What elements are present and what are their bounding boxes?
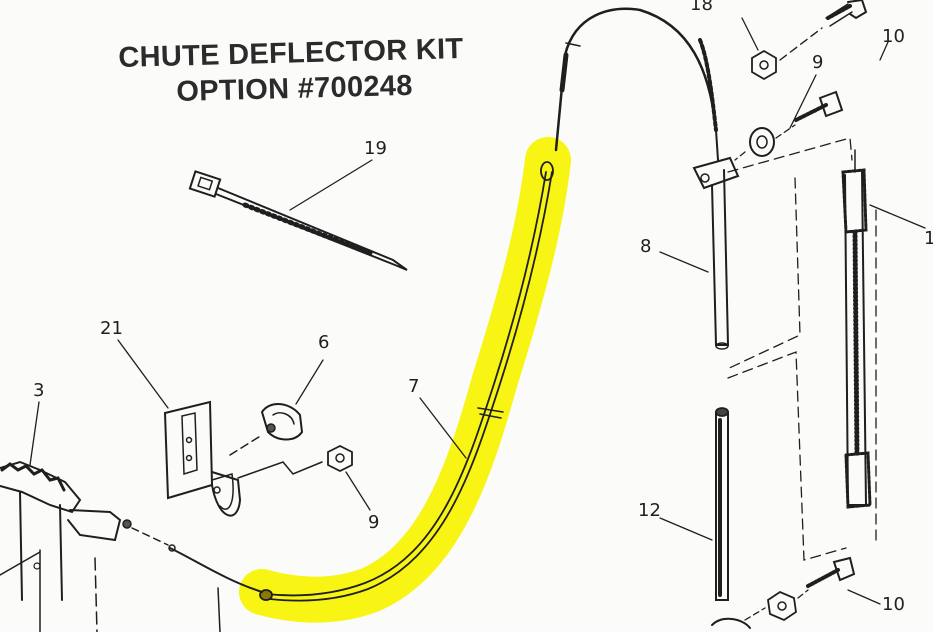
leader-8 bbox=[659, 251, 709, 273]
part-18-nut bbox=[751, 49, 777, 81]
kit-option-number: OPTION #700248 bbox=[176, 69, 414, 108]
leader-9-bottom bbox=[345, 471, 371, 511]
leader-9-top bbox=[789, 74, 817, 129]
leader-10-bottom bbox=[847, 589, 881, 605]
part-19-tie-strap bbox=[188, 170, 408, 271]
leader-3 bbox=[29, 401, 40, 466]
leader-12 bbox=[659, 517, 713, 541]
part-21-bracket bbox=[163, 400, 242, 517]
callout-10-top: 10 bbox=[882, 26, 905, 47]
callout-21: 21 bbox=[100, 318, 123, 339]
callout-1: 1 bbox=[924, 228, 933, 249]
leader-6 bbox=[295, 359, 324, 405]
leader-21 bbox=[117, 339, 169, 409]
callout-18: 18 bbox=[690, 0, 713, 15]
callout-6: 6 bbox=[318, 332, 330, 353]
part-12-rod bbox=[711, 407, 751, 629]
callout-8: 8 bbox=[640, 236, 652, 257]
callout-7: 7 bbox=[408, 376, 420, 397]
leader-19 bbox=[289, 159, 373, 211]
callout-12: 12 bbox=[638, 500, 661, 521]
part-10-bolt-top bbox=[825, 0, 868, 27]
leader-1 bbox=[869, 204, 926, 229]
callout-10-bottom: 10 bbox=[882, 594, 905, 615]
part-8-rod bbox=[692, 129, 740, 350]
part-1-spring bbox=[841, 149, 872, 509]
part-9-washer-top bbox=[749, 127, 775, 157]
callout-19: 19 bbox=[364, 138, 387, 159]
cable-7 bbox=[265, 171, 547, 597]
part-10-bolt-mid bbox=[794, 90, 844, 122]
part-9-nut-bottom bbox=[327, 444, 353, 473]
leader-10-top bbox=[879, 41, 889, 61]
leader-7 bbox=[419, 397, 467, 459]
callout-3: 3 bbox=[33, 380, 45, 401]
part-6-clamp bbox=[260, 403, 304, 441]
part-3-lever bbox=[0, 460, 132, 601]
part-10-bolt-bottom bbox=[806, 556, 856, 588]
leader-18 bbox=[741, 17, 759, 51]
upper-cable bbox=[554, 7, 718, 152]
callout-9-top: 9 bbox=[812, 52, 824, 73]
callout-9-bottom: 9 bbox=[368, 512, 380, 533]
bottom-nut bbox=[767, 590, 797, 622]
